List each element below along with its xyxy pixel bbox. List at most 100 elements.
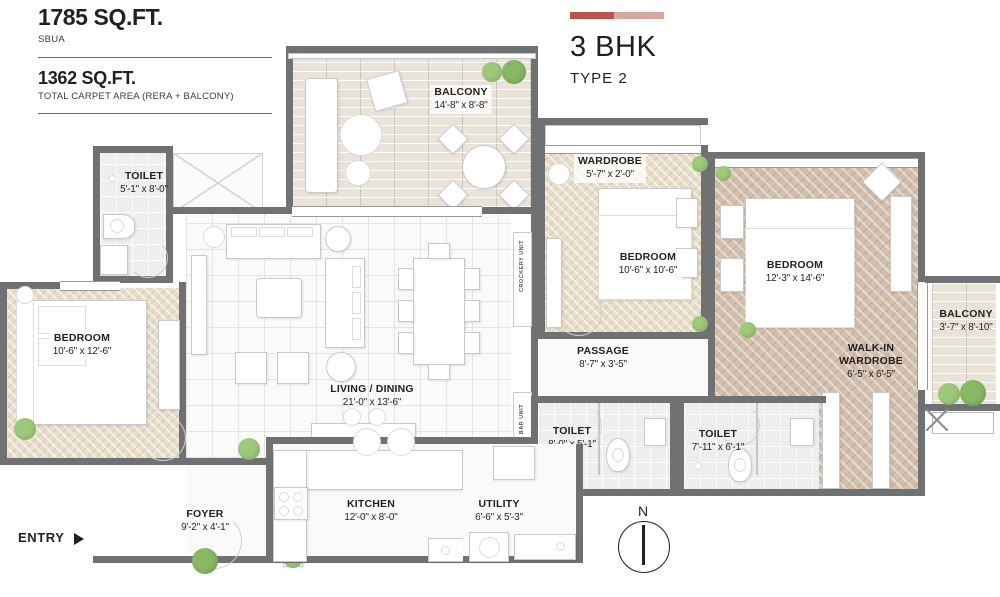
compass-ring-icon xyxy=(618,521,670,573)
unit-type-title: 3 BHK xyxy=(570,31,657,63)
toilet-3-wall-left xyxy=(677,396,684,495)
balcony-top-parapet xyxy=(288,53,536,59)
sofa-cushion xyxy=(352,266,361,288)
bedroom-3-wall-right xyxy=(918,152,925,282)
dining-chair xyxy=(398,300,414,322)
sofa-cushion xyxy=(352,292,361,314)
dining-chair xyxy=(428,364,450,380)
hob-icon xyxy=(274,487,308,520)
toilet-3-door-swing xyxy=(718,404,760,446)
room-label-toilet-3: TOILET 7'-11" x 6'-1" xyxy=(691,428,745,454)
bedroom-3-wall-top xyxy=(708,152,925,159)
plant-icon xyxy=(502,60,526,84)
room-label-wardrobe: WARDROBE 5'-7" x 2'-0" xyxy=(573,154,647,183)
carpet-area-value: 1362 SQ.FT. xyxy=(38,68,136,89)
armchair xyxy=(235,352,267,384)
sofa-cushion xyxy=(231,227,257,237)
unit-type-header: 3 BHK TYPE 2 xyxy=(570,12,664,87)
toilet-3-wall-top xyxy=(677,396,826,403)
room-label-utility: UTILITY 6'-6" x 5'-3" xyxy=(475,498,523,524)
passage-wall-bottom xyxy=(531,396,708,403)
passage-floor xyxy=(538,339,708,396)
washing-machine-drum-icon xyxy=(479,537,500,558)
bedroom-left-wall-bottom xyxy=(0,458,186,465)
side-table-icon xyxy=(326,352,356,382)
dining-chair xyxy=(464,332,480,354)
bar-unit-label: BAR UNIT xyxy=(519,404,525,435)
utility-wall-right xyxy=(576,444,583,563)
entry-marker: ENTRY xyxy=(18,530,84,545)
bedroom-left-wall-top xyxy=(0,282,100,289)
balcony-top-wall-right xyxy=(531,46,538,213)
sbua-area-label: SBUA xyxy=(38,34,66,46)
room-label-passage: PASSAGE 8'-7" x 3'-5" xyxy=(577,345,629,371)
burner-icon xyxy=(279,492,289,502)
plant-icon xyxy=(14,418,36,440)
crockery-unit xyxy=(513,232,532,327)
room-label-bedroom-left: BEDROOM 10'-6" x 12'-6" xyxy=(48,331,116,360)
bedroom-left-wall-right xyxy=(179,282,186,465)
balcony-stool xyxy=(345,160,371,186)
bedroom-3-balcony-door xyxy=(917,282,928,390)
side-lamp-icon xyxy=(16,286,34,304)
toilet-1-wall-right xyxy=(166,146,173,283)
plant-icon xyxy=(960,380,986,406)
bedroom-2-wall-bottom xyxy=(538,332,708,339)
tv-console xyxy=(191,255,207,355)
toilet-1-wall-top xyxy=(93,146,173,153)
coffee-table xyxy=(256,278,302,318)
balcony-right-wall-bottom xyxy=(925,404,1000,411)
area-summary: 1785 SQ.FT. SBUA 1362 SQ.FT. TOTAL CARPE… xyxy=(38,4,288,115)
plant-icon xyxy=(482,62,502,82)
plant-icon xyxy=(692,316,708,332)
wardrobe-3 xyxy=(890,196,912,292)
living-sliding-door xyxy=(292,206,482,217)
toilet-3-partition xyxy=(756,403,758,475)
shower-panel-icon xyxy=(644,418,666,446)
plant-icon xyxy=(938,383,960,405)
walkin-shelf xyxy=(822,392,840,489)
shower-panel-icon xyxy=(790,418,814,446)
plant-icon xyxy=(716,166,731,181)
wc-bowl-icon xyxy=(612,448,624,462)
plant-icon xyxy=(238,438,260,460)
balcony-right-wall-top xyxy=(925,276,1000,283)
sofa-cushion xyxy=(259,227,285,237)
compass-needle-icon xyxy=(642,525,645,565)
balcony-sofa xyxy=(305,78,338,193)
balcony-dining-table xyxy=(462,145,506,189)
sofa-cushion xyxy=(352,318,361,340)
toilet-3-wall-bottom xyxy=(677,489,826,496)
carpet-area-label: TOTAL CARPET AREA (RERA + BALCONY) xyxy=(38,91,234,103)
dining-table xyxy=(413,258,465,365)
living-wall-right xyxy=(531,207,538,459)
entry-arrow-icon xyxy=(73,532,84,545)
room-label-bedroom-2: BEDROOM 10'-6" x 10'-6" xyxy=(614,250,682,279)
wardrobe-left xyxy=(158,320,180,410)
walkin-shelf xyxy=(872,392,890,489)
floor-drain-icon xyxy=(694,462,702,470)
dining-chair xyxy=(398,332,414,354)
burner-icon xyxy=(293,492,303,502)
dining-chair xyxy=(398,268,414,290)
accent-bar xyxy=(570,12,664,19)
kitchen-wall-bottom xyxy=(266,556,463,563)
bedroom-3-window xyxy=(715,158,918,168)
shower-point-icon xyxy=(109,175,116,182)
header-divider-2 xyxy=(38,113,272,115)
bedroom-2-door-swing xyxy=(556,290,602,336)
bedroom-left-window xyxy=(60,281,120,291)
plant-icon xyxy=(740,322,756,338)
plant-icon xyxy=(692,156,708,172)
burner-icon xyxy=(279,506,289,516)
side-lamp-icon xyxy=(548,163,570,185)
bedroom-2-window xyxy=(545,145,701,154)
toilet-1-wall-left xyxy=(93,146,100,283)
toilet-2-wall-bottom xyxy=(531,489,677,496)
unit-type-subtitle: TYPE 2 xyxy=(570,70,628,87)
nightstand-icon xyxy=(720,205,744,239)
room-label-toilet-1: TOILET 5'-1" x 8'-0" xyxy=(120,170,168,196)
sbua-area-value: 1785 SQ.FT. xyxy=(38,4,163,30)
crockery-unit-label: CROCKERY UNIT xyxy=(519,240,525,293)
